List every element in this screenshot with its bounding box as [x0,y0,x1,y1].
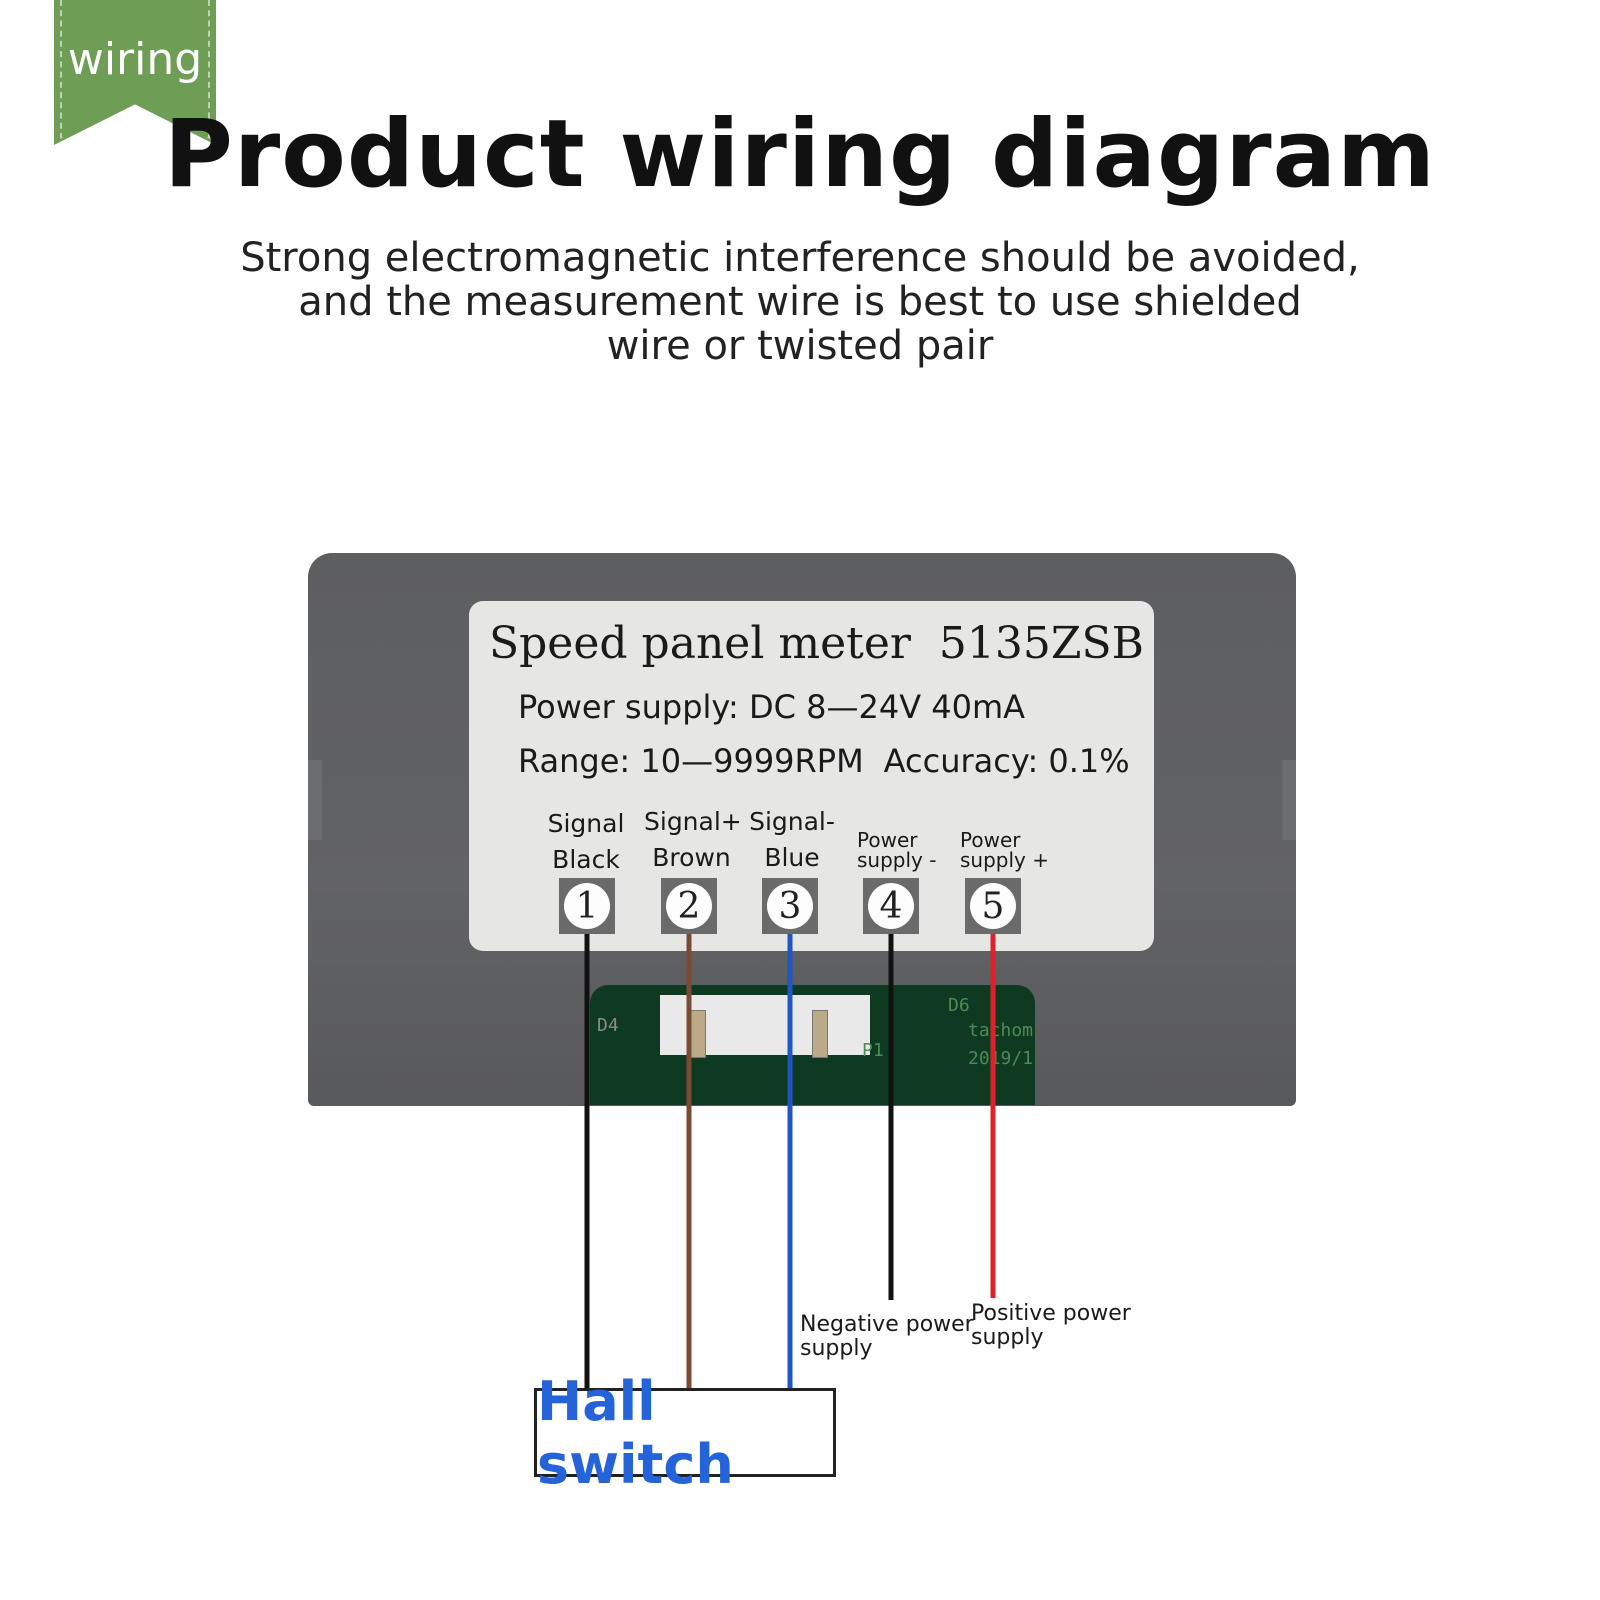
plate-title: Speed panel meter 5135ZSB [489,618,1144,669]
subtitle-line-3: wire or twisted pair [606,323,994,369]
terminal-1-label: Signal Black [547,809,625,874]
terminal-3: 3 [762,878,818,934]
terminal-2-label: Signal+ Brown [644,807,742,872]
hall-switch-label: Hall switch [537,1369,734,1496]
terminal-2: 2 [661,878,717,934]
terminal-5: 5 [965,878,1021,934]
page-title: Product wiring diagram [164,100,1436,209]
pcb-label-d4: D4 [597,1015,619,1036]
wiring-badge-label: wiring [67,34,203,85]
terminal-4-label: Power supply - [857,828,937,872]
product-model: 5135ZSB [938,618,1144,669]
subtitle-line-1: Strong electromagnetic interference shou… [240,235,1360,281]
connector-pin [812,1010,828,1058]
pcb-label-p1: P1 [862,1040,884,1061]
terminal-1: 1 [559,878,615,934]
pcb-label-date: 2019/1 [968,1048,1034,1069]
case-side-clip-left [308,760,322,840]
terminal-4: 4 [863,878,919,934]
power-spec: Power supply: DC 8—24V 40mA [518,688,1026,726]
terminal-3-label: Signal- Blue [749,807,835,872]
terminal-5-label: Power supply + [960,828,1049,872]
subtitle-line-2: and the measurement wire is best to use … [298,279,1302,325]
hall-switch-box: Hall switch [534,1370,836,1496]
case-side-clip-right [1282,760,1296,840]
positive-power-note: Positive power supply [971,1301,1131,1350]
range-spec: Range: 10—9999RPM [518,742,864,780]
pcb-label-tachom: tachom [968,1020,1034,1041]
accuracy-spec: Accuracy: 0.1% [883,742,1130,780]
product-name: Speed panel meter [489,618,911,669]
negative-power-note: Negative power supply [800,1312,974,1361]
page-subtitle: Strong electromagnetic interference shou… [200,236,1400,368]
pcb-label-d6: D6 [948,995,970,1016]
range-accuracy-spec: Range: 10—9999RPM Accuracy: 0.1% [518,742,1130,780]
